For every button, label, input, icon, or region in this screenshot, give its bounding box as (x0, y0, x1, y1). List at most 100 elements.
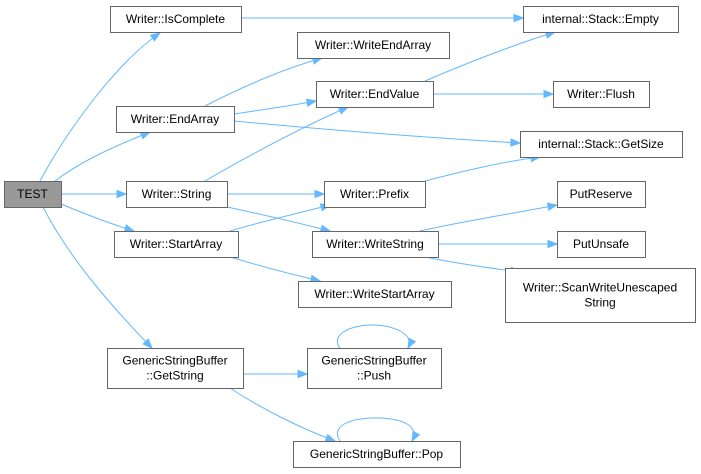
node-writestring[interactable]: Writer::WriteString (312, 231, 439, 258)
node-stack-getsize[interactable]: internal::Stack::GetSize (520, 131, 683, 158)
node-label: Writer::EndValue (330, 87, 420, 101)
arrowhead (149, 32, 162, 42)
edge-test-to-iscomplete (39, 32, 162, 182)
node-endvalue[interactable]: Writer::EndValue (316, 81, 434, 108)
node-endarray[interactable]: Writer::EndArray (116, 106, 235, 133)
node-putunsafe[interactable]: PutUnsafe (557, 231, 646, 258)
node-gsb-pop[interactable]: GenericStringBuffer::Pop (293, 441, 461, 468)
edge-endarray-to-endvalue (233, 98, 318, 115)
edge-line (204, 57, 323, 107)
arrowhead (297, 369, 309, 379)
node-label: Writer::EndArray (131, 112, 219, 126)
node-label: Writer::IsComplete (126, 12, 225, 26)
node-writeendarray[interactable]: Writer::WriteEndArray (297, 32, 450, 59)
edge-prefix-to-stack-getsize (424, 153, 542, 182)
edge-line (424, 31, 556, 82)
node-box (553, 81, 650, 108)
edge-line (39, 32, 161, 182)
node-label: PutUnsafe (573, 237, 629, 251)
node-test[interactable]: TEST (4, 181, 62, 208)
edge-line (54, 131, 151, 182)
node-box (293, 441, 461, 468)
edge-line (60, 203, 135, 232)
node-label: Writer::WriteEndArray (315, 38, 431, 52)
arrowhead (543, 89, 555, 99)
edge-writestring-to-putunsafe (438, 239, 559, 249)
edge-writestring-to-putreserve (419, 202, 559, 232)
arrowhead (513, 13, 525, 23)
edge-line (233, 100, 317, 115)
arrowhead (407, 337, 417, 350)
arrowhead (142, 338, 153, 349)
node-startarray[interactable]: Writer::StartArray (114, 231, 239, 258)
node-box (557, 181, 646, 208)
edge-test-to-startarray (60, 203, 136, 233)
node-label: internal::Stack::Empty (542, 12, 659, 26)
node-flush[interactable]: Writer::Flush (553, 81, 650, 108)
node-label: Writer::String (142, 187, 212, 201)
edge-endarray-to-stack-getsize (233, 120, 522, 147)
edge-line (229, 387, 336, 442)
node-label: Writer::Prefix (340, 187, 409, 201)
node-gsb-getstring[interactable]: GenericStringBuffer::GetString (107, 348, 244, 389)
edge-gsb-getstring-to-gsb-pop (229, 387, 337, 442)
nodes-layer: TEST Writer::IsComplete internal::Stack::E… (4, 6, 696, 468)
node-label: Writer::ScanWriteUnescaped (523, 281, 677, 295)
node-gsb-push[interactable]: GenericStringBuffer::Push (307, 348, 442, 389)
arrowhead (324, 433, 337, 442)
edge-test-to-gsb-getstring (42, 206, 153, 349)
node-label: ::Push (357, 369, 391, 383)
arrowhead (116, 189, 128, 199)
node-box (107, 348, 244, 389)
node-box (126, 181, 228, 208)
edge-test-to-string (61, 189, 128, 199)
node-putreserve[interactable]: PutReserve (557, 181, 646, 208)
edge-line (419, 204, 558, 232)
node-stack-empty[interactable]: internal::Stack::Empty (523, 6, 679, 33)
node-writestartarray[interactable]: Writer::WriteStartArray (298, 281, 452, 308)
node-label: Writer::Flush (567, 87, 635, 101)
edge-line (337, 324, 410, 349)
node-box (505, 268, 696, 323)
node-label: GenericStringBuffer (321, 354, 426, 368)
arrowhead (411, 430, 421, 443)
edge-line (42, 206, 153, 349)
node-box (316, 81, 434, 108)
arrowhead (547, 239, 559, 249)
node-box (110, 6, 242, 33)
edge-gsb-pop-to-gsb-pop (337, 417, 421, 443)
node-label: GenericStringBuffer (122, 354, 227, 368)
node-string[interactable]: Writer::String (126, 181, 228, 208)
node-label: ::GetString (146, 369, 203, 383)
edge-endvalue-to-flush (433, 89, 555, 99)
node-box (324, 181, 426, 208)
arrowhead (123, 224, 136, 233)
edge-endarray-to-writeendarray (204, 56, 324, 107)
arrowhead (546, 202, 559, 211)
edge-string-to-prefix (227, 189, 326, 199)
arrowhead (337, 106, 350, 115)
edge-line (424, 156, 541, 182)
node-iscomplete[interactable]: Writer::IsComplete (110, 6, 242, 33)
node-label: PutReserve (570, 187, 633, 201)
edges-layer (39, 13, 559, 443)
arrowhead (314, 189, 326, 199)
node-box (523, 6, 679, 33)
edge-test-to-endarray (54, 131, 152, 182)
node-box (307, 348, 442, 389)
node-box (4, 181, 62, 208)
edge-line (204, 106, 349, 182)
arrowhead (510, 138, 522, 147)
node-label: TEST (17, 187, 48, 201)
edge-line (233, 120, 521, 144)
node-box (557, 231, 646, 258)
node-label: Writer::WriteString (326, 237, 424, 251)
edge-gsb-push-to-gsb-push (337, 324, 417, 350)
node-prefix[interactable]: Writer::Prefix (324, 181, 426, 208)
edge-line (337, 417, 415, 442)
edge-startarray-to-writestartarray (229, 256, 322, 284)
node-box (114, 231, 239, 258)
